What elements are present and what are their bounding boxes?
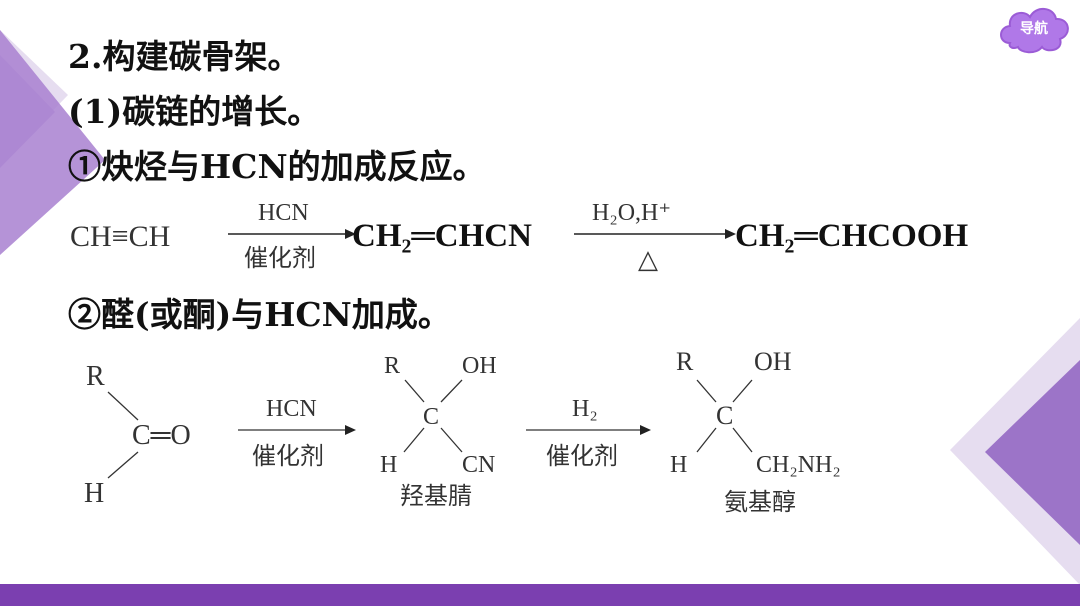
r1-intermediate: CH₂═CHCN xyxy=(352,218,532,254)
r2-h1: H xyxy=(84,478,104,509)
r1-arrow2-bottom: △ xyxy=(638,245,658,274)
heading: 2.构建碳骨架。 xyxy=(68,37,301,76)
r2-c2: C xyxy=(423,404,439,430)
r2-name3: 氨基醇 xyxy=(724,489,796,516)
bottom-bar xyxy=(0,584,1080,606)
item-2: ②醛(或酮)与HCN加成。 xyxy=(68,295,451,334)
r2-cn2: CN xyxy=(462,452,495,478)
r2-c3: C xyxy=(716,401,733,430)
nav-button[interactable]: 导航 xyxy=(996,3,1072,55)
nav-label: 导航 xyxy=(1020,21,1048,37)
r2-r1: R xyxy=(86,361,105,392)
r2-arrow1-top: HCN xyxy=(266,396,317,422)
r2-arrow2-bottom: 催化剂 xyxy=(546,443,618,470)
r1-arrow1-head xyxy=(345,229,356,239)
r1-reactant: CH≡CH xyxy=(70,220,170,253)
r2-arrow2-top: H₂ xyxy=(572,396,598,422)
r2-h2: H xyxy=(380,452,397,478)
r2-ch2nh2: CH₂NH₂ xyxy=(756,452,841,478)
cloud-icon xyxy=(1000,8,1069,54)
left-triangle-dark xyxy=(0,30,105,255)
right-triangle-dark xyxy=(985,360,1080,545)
r2-arrow1-bottom: 催化剂 xyxy=(252,443,324,470)
r2-oh3: OH xyxy=(754,347,792,376)
r1-arrow2-head xyxy=(725,229,736,239)
r1-arrow1-top: HCN xyxy=(258,200,309,226)
r2-name2: 羟基腈 xyxy=(400,483,472,510)
item-1: ①炔烃与HCN的加成反应。 xyxy=(68,147,486,186)
r2-r2: R xyxy=(384,353,400,379)
r2-oh2: OH xyxy=(462,353,497,379)
r2-h3: H xyxy=(670,452,687,478)
subheading: (1)碳链的增长。 xyxy=(68,92,321,131)
r1-arrow2-top: H₂O,H⁺ xyxy=(592,200,671,226)
r1-arrow1-bottom: 催化剂 xyxy=(244,245,316,272)
r2-r3: R xyxy=(676,347,694,376)
r1-product: CH₂═CHCOOH xyxy=(735,218,968,254)
r2-c1: C═O xyxy=(132,420,191,451)
